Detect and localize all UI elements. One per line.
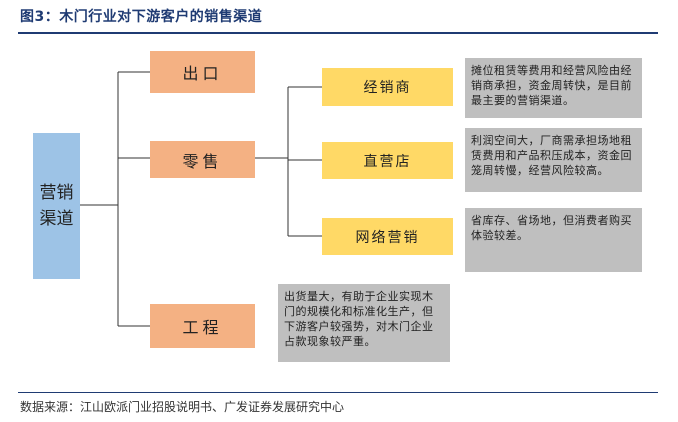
title-rule [18, 32, 658, 34]
footer-rule [18, 392, 658, 393]
figure-title: 图3：木门行业对下游客户的销售渠道 [20, 9, 263, 25]
node-export: 出口 [150, 51, 255, 93]
note-dealer: 摊位租赁等费用和经营风险由经销商承担，资金周转快，是目前最主要的营销渠道。 [465, 58, 642, 118]
note-direct-store: 利润空间大，厂商需承担场地租赁费用和产品积压成本，资金回笼周转慢，经营风险较高。 [465, 128, 642, 192]
root-node-marketing-channels: 营销 渠道 [33, 133, 80, 279]
node-engineering: 工程 [150, 304, 255, 348]
figure-source: 数据来源：江山欧派门业招股说明书、广发证券发展研究中心 [20, 400, 345, 414]
root-label-line2: 渠道 [39, 209, 74, 229]
note-online-marketing: 省库存、省场地，但消费者购买体验较差。 [465, 208, 642, 272]
node-direct-store: 直营店 [322, 142, 453, 179]
root-label-line1: 营销 [39, 183, 74, 203]
node-dealer: 经销商 [322, 68, 453, 106]
node-retail: 零售 [150, 141, 255, 178]
note-engineering: 出货量大，有助于企业实现木门的规模化和标准化生产，但下游客户较强势，对木门企业占… [278, 284, 450, 362]
node-online-marketing: 网络营销 [322, 218, 453, 255]
